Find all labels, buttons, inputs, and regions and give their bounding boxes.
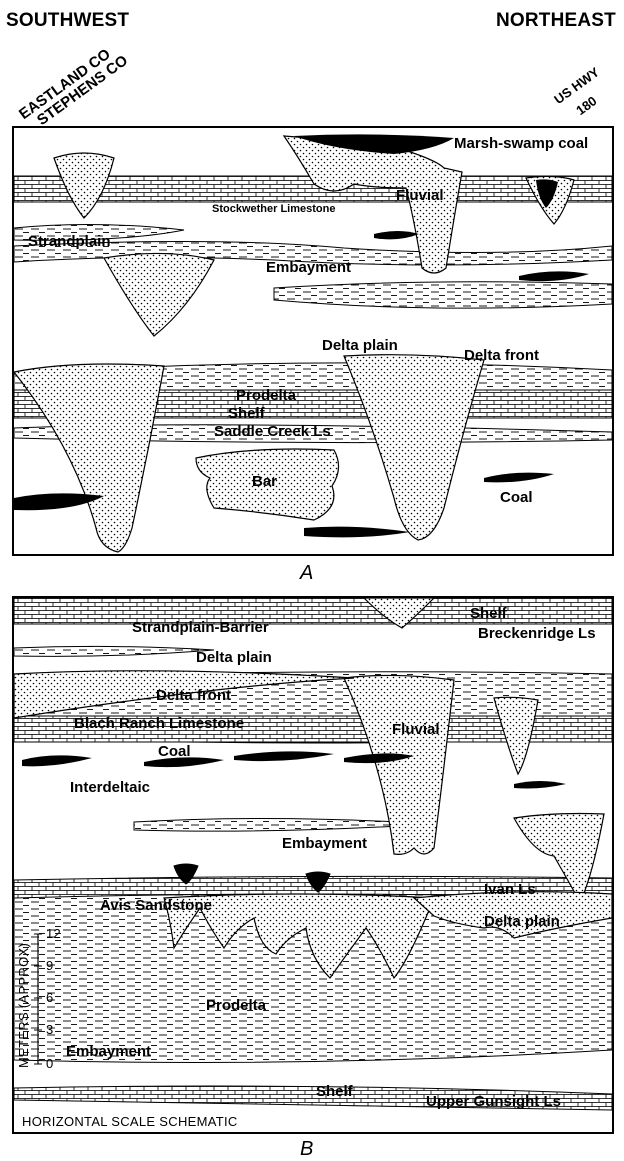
horizontal-scale-note: HORIZONTAL SCALE SCHEMATIC: [22, 1114, 238, 1129]
shelf-label-b-bottom: Shelf: [316, 1083, 354, 1100]
prodelta-label-b: Prodelta: [206, 997, 267, 1014]
delta-plain-label-b-low: Delta plain: [484, 913, 560, 930]
embayment-label-b-low: Embayment: [66, 1043, 151, 1060]
bar-label: Bar: [252, 473, 277, 490]
delta-plain-label-a: Delta plain: [322, 337, 398, 354]
northeast-label: NORTHEAST: [496, 10, 616, 32]
marsh-swamp-coal-label: Marsh-swamp coal: [454, 135, 588, 152]
strandplain-label: Strandplain: [28, 233, 111, 250]
saddle-creek-label: Saddle Creek Ls: [214, 423, 331, 440]
highway-number-label: 180: [573, 93, 599, 118]
delta-plain-label-b-top: Delta plain: [196, 649, 272, 666]
coal-lens-1: [374, 231, 419, 239]
shelf-label-b-top: Shelf: [470, 605, 508, 622]
scale-tick-6: 6: [46, 990, 54, 1005]
coal-label-a: Coal: [500, 489, 533, 506]
breckenridge-label: Breckenridge Ls: [478, 625, 596, 642]
avis-sandstone-label: Avis Sandstone: [100, 897, 212, 914]
scale-title: METERS (APPROX): [16, 943, 31, 1068]
coal-label-b: Coal: [158, 743, 191, 760]
scale-tick-0: 0: [46, 1056, 54, 1071]
prodelta-label-a: Prodelta: [236, 387, 297, 404]
scale-tick-12: 12: [46, 926, 61, 941]
panel-a-cross-section: Marsh-swamp coal Fluvial Stockwether Lim…: [12, 126, 614, 556]
delta-front-label-a: Delta front: [464, 347, 539, 364]
delta-front-label-b: Delta front: [156, 687, 231, 704]
embayment-label-a: Embayment: [266, 259, 351, 276]
breckenridge-limestone-band: [14, 598, 612, 624]
strandplain-barrier-label: Strandplain-Barrier: [132, 619, 269, 636]
blach-ranch-label: Blach Ranch Limestone: [74, 715, 244, 732]
fluvial-label-a: Fluvial: [396, 187, 444, 204]
ivan-ls-label: Ivan Ls: [484, 881, 536, 898]
coal-lens-b5: [514, 781, 566, 789]
coal-lens-bottom-mid: [304, 527, 410, 538]
coal-lens-b1: [22, 755, 92, 766]
channel-sand-mid: [104, 253, 214, 336]
scale-tick-9: 9: [46, 958, 54, 973]
panel-a-diagram: Marsh-swamp coal Fluvial Stockwether Lim…: [14, 128, 612, 554]
panel-a-caption: A: [300, 562, 313, 585]
strandplain-barrier-lens: [14, 646, 214, 656]
coal-lens-3: [484, 473, 554, 483]
embayment-label-b-mid: Embayment: [282, 835, 367, 852]
delta-plain-lens: [274, 282, 612, 308]
interdeltaic-label: Interdeltaic: [70, 779, 150, 796]
upper-gunsight-label: Upper Gunsight Ls: [426, 1093, 561, 1110]
stockwether-limestone-label: Stockwether Limestone: [212, 203, 335, 215]
delta-sand-left: [14, 364, 164, 552]
panel-b-cross-section: 12 9 6 3 0 METERS (APPROX) Shelf Brecken…: [12, 596, 614, 1134]
coal-lens-2: [519, 271, 589, 281]
panel-b-diagram: 12 9 6 3 0 METERS (APPROX) Shelf Brecken…: [14, 598, 612, 1132]
panel-b-caption: B: [300, 1138, 313, 1161]
delta-sand-center: [344, 355, 484, 540]
fluvial-label-b: Fluvial: [392, 721, 440, 738]
coal-lens-b3: [234, 751, 334, 761]
southwest-label: SOUTHWEST: [6, 10, 129, 32]
shelf-label-a: Shelf: [228, 405, 266, 422]
scale-tick-3: 3: [46, 1022, 54, 1037]
